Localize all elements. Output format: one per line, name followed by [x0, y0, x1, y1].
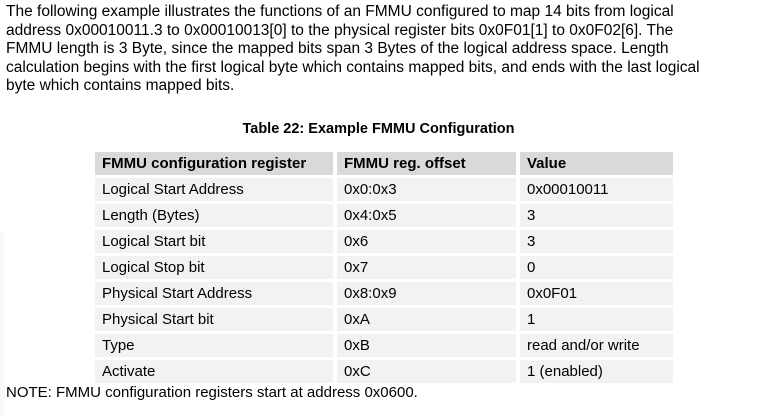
- table-cell-value: 0x00010011: [520, 178, 673, 201]
- table-header-cell-register: FMMU configuration register: [95, 152, 333, 175]
- paragraph-line: FMMU length is 3 Byte, since the mapped …: [6, 40, 669, 58]
- footnote: NOTE: FMMU configuration registers start…: [6, 384, 418, 401]
- table-cell-value: 0: [520, 256, 673, 279]
- table-cell-offset: 0x8:0x9: [337, 282, 516, 305]
- table-cell-value: 1 (enabled): [520, 360, 673, 383]
- table-cell-value: 0x0F01: [520, 282, 673, 305]
- table-cell-offset: 0xA: [337, 308, 516, 331]
- paragraph-line: calculation begins with the first logica…: [6, 58, 700, 76]
- table-cell-offset: 0x0:0x3: [337, 178, 516, 201]
- table-cell-register: Activate: [95, 360, 333, 383]
- table-cell-offset: 0x7: [337, 256, 516, 279]
- table-cell-value: read and/or write: [520, 334, 673, 357]
- table-header-cell-offset: FMMU reg. offset: [337, 152, 516, 175]
- paragraph-line: address 0x00010011.3 to 0x00010013[0] to…: [6, 21, 674, 39]
- table-cell-offset: 0xB: [337, 334, 516, 357]
- paragraph-line: The following example illustrates the fu…: [6, 3, 674, 20]
- table-cell-register: Logical Start bit: [95, 230, 333, 253]
- table-cell-value: 3: [520, 204, 673, 227]
- page-edge-shadow: [0, 232, 7, 416]
- table-cell-register: Length (Bytes): [95, 204, 333, 227]
- paragraph-line: byte which contains mapped bits.: [6, 77, 235, 95]
- table-cell-register: Type: [95, 334, 333, 357]
- intro-paragraph: The following example illustrates the fu…: [6, 3, 754, 96]
- table-cell-register: Logical Stop bit: [95, 256, 333, 279]
- table-cell-register: Logical Start Address: [95, 178, 333, 201]
- table-cell-register: Physical Start bit: [95, 308, 333, 331]
- fmmu-configuration-table: FMMU configuration register FMMU reg. of…: [95, 152, 673, 383]
- table-cell-register: Physical Start Address: [95, 282, 333, 305]
- table-cell-offset: 0xC: [337, 360, 516, 383]
- table-caption: Table 22: Example FMMU Configuration: [242, 121, 515, 137]
- table-cell-offset: 0x4:0x5: [337, 204, 516, 227]
- table-cell-offset: 0x6: [337, 230, 516, 253]
- table-cell-value: 3: [520, 230, 673, 253]
- table-header-cell-value: Value: [520, 152, 673, 175]
- table-cell-value: 1: [520, 308, 673, 331]
